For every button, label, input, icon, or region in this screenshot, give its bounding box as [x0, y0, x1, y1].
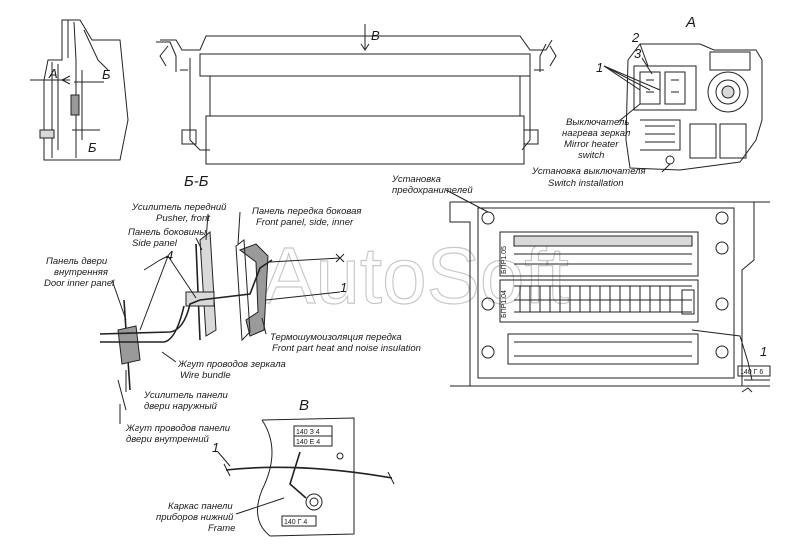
view-v-tag-2: 140 Е 4	[296, 439, 320, 446]
view-a-callout-3: 3	[634, 46, 642, 61]
side-panel-label-en: Side panel	[132, 238, 178, 249]
fuse-callout-1: 1	[760, 344, 767, 359]
section-b-marker-bottom: Б	[88, 140, 97, 155]
panel-top-view	[156, 24, 557, 165]
view-a-title: А	[685, 14, 696, 31]
switch-install-label-ru: Установка выключателя	[531, 166, 646, 177]
fuse-install-label-ru-1: Установка	[391, 174, 441, 185]
fuse-install-label-ru-2: предохранителей	[392, 185, 473, 196]
mirror-switch-label-en-2: switch	[578, 150, 604, 161]
view-v-tag-1: 140 З 4	[296, 429, 320, 436]
frame-label-en: Frame	[208, 523, 235, 534]
section-a-marker: А	[48, 66, 58, 81]
mirror-switch-label-en-1: Mirror heater	[564, 139, 619, 150]
door-outer-pusher-label-1: Усилитель панели	[143, 390, 228, 401]
frame-label-ru-1: Каркас панели	[168, 501, 233, 512]
section-bb-title: Б-Б	[184, 173, 209, 190]
insulation-label-ru: Термошумоизоляция передка	[270, 332, 402, 343]
mirror-switch-label-ru-1: Выключатель	[566, 117, 629, 128]
mirror-bundle-label-ru: Жгут проводов зеркала	[177, 359, 286, 370]
side-panel-label-ru: Панель боковины	[128, 227, 206, 238]
fuse-box	[449, 201, 771, 393]
pusher-label-en: Pusher, front	[156, 213, 210, 224]
view-a-callout-2: 2	[631, 30, 640, 45]
section-bb-callout-1: 1	[340, 280, 347, 295]
door-inner-label-ru-1: Панель двери	[46, 256, 108, 267]
section-v-marker: В	[371, 28, 380, 43]
door-outer-pusher-label-2: двери наружный	[144, 401, 218, 412]
fuse-wire-tag: 140 Г 6	[740, 369, 763, 376]
section-bb-callout-4: 4	[166, 248, 173, 263]
insulation-label-en: Front part heat and noise insulation	[272, 343, 421, 354]
switch-view-a	[603, 43, 763, 173]
view-v-tag-3: 140 Г 4	[284, 519, 307, 526]
mirror-switch-label-ru-2: нагрева зеркал	[562, 128, 631, 139]
mirror-bundle-label-en: Wire bundle	[180, 370, 231, 381]
fuse-block-1-code: БПР1.05	[501, 246, 508, 274]
door-inner-label-en: Door inner panel	[44, 278, 115, 289]
door-side-view	[30, 19, 129, 161]
door-bundle-label-1: Жгут проводов панели	[125, 423, 231, 434]
frame-label-ru-2: приборов нижний	[156, 512, 234, 523]
front-side-panel-label-en: Front panel, side, inner	[256, 217, 354, 228]
door-bundle-label-2: двери внутренний	[126, 434, 210, 445]
view-v-title: В	[299, 397, 309, 414]
door-inner-label-ru-2: внутренняя	[54, 267, 108, 278]
fuse-block-2-code: БПР1.04	[501, 290, 508, 318]
view-v	[217, 417, 395, 537]
section-bb	[99, 211, 345, 424]
front-side-panel-label-ru: Панель передка боковая	[252, 206, 362, 217]
switch-install-label-en: Switch installation	[548, 178, 624, 189]
pusher-label-ru: Усилитель передний	[131, 202, 227, 213]
view-v-callout-1: 1	[212, 440, 219, 455]
section-b-marker-top: Б	[102, 67, 111, 82]
view-a-callout-1: 1	[596, 60, 603, 75]
